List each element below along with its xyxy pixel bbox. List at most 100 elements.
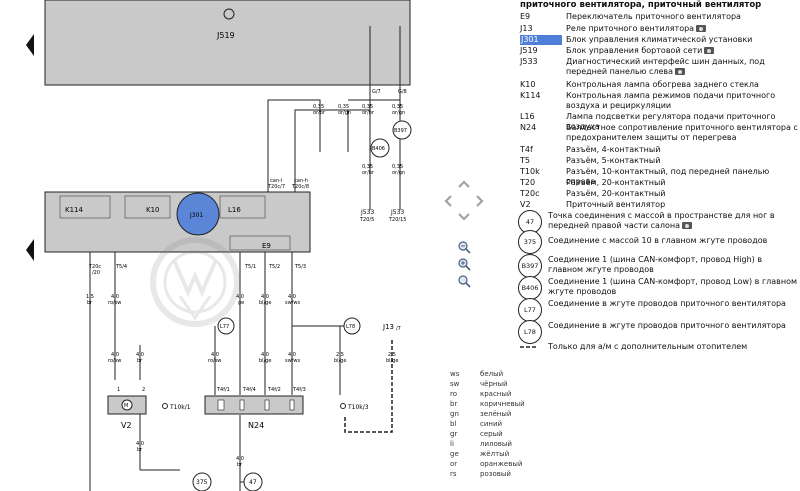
legend-code: E9	[520, 12, 531, 21]
motor-icon	[121, 399, 133, 411]
resistor-icon	[264, 399, 270, 411]
color-name: коричневый	[480, 400, 525, 408]
wire-size: 4,0	[261, 294, 269, 300]
ground-icon	[223, 8, 235, 20]
pin-label: T5/1	[244, 264, 256, 270]
legend-code: V2	[520, 200, 531, 209]
legend-desc: Контрольная лампа обогрева заднего стекл…	[566, 80, 759, 89]
legend-code: T20c	[520, 189, 540, 198]
pan-control[interactable]	[444, 180, 484, 221]
legend-desc: Разъём, 20-контактный	[566, 189, 666, 198]
wire-size: 4,0	[236, 294, 244, 300]
zoom-fit-icon[interactable]	[458, 275, 471, 288]
wire-size: 4,0	[288, 294, 296, 300]
wire-color: ro/sw	[208, 358, 221, 364]
k10-lamp	[124, 195, 171, 219]
fuse-icon	[217, 399, 225, 411]
color-name: розовый	[480, 470, 511, 478]
chevron-down-icon[interactable]	[458, 213, 470, 221]
pin-label: 2	[142, 387, 145, 393]
camera-icon[interactable]	[682, 222, 693, 229]
prev-page-icon[interactable]	[26, 34, 34, 56]
chevron-left-icon[interactable]	[444, 195, 452, 207]
zoom-in-icon[interactable]	[458, 258, 471, 271]
connector-b397[interactable]	[392, 120, 412, 140]
b406-label: B406	[372, 146, 385, 152]
ground-47[interactable]	[243, 472, 263, 491]
wire-color: or/br	[362, 170, 375, 176]
pin-label: T5/4	[115, 264, 127, 270]
circle-desc-text: Точка соединения с массой в пространстве…	[548, 211, 775, 230]
k114-lamp	[59, 195, 111, 219]
wire-size: 0,35	[392, 164, 403, 170]
color-name: красный	[480, 390, 512, 398]
pin-label: 1	[117, 387, 120, 393]
wire-size: 0,35	[362, 164, 373, 170]
chevron-up-icon[interactable]	[458, 180, 470, 188]
wire-color: or/gn	[392, 170, 405, 176]
j301-block[interactable]	[44, 191, 311, 253]
circle-desc: Соединение 1 (шина CAN-комфорт, провод L…	[548, 277, 798, 296]
circle-l78: L78	[518, 320, 542, 344]
wire-size: 4,0	[111, 352, 119, 358]
legend-code: T5	[520, 156, 530, 165]
ground-375[interactable]	[192, 472, 212, 491]
legend-code: N24	[520, 123, 537, 132]
j301-highlight[interactable]	[176, 192, 220, 236]
wire-color: ro/sw	[108, 300, 121, 306]
color-code: gn	[450, 410, 459, 418]
l78-label: L78	[346, 324, 355, 330]
wire-color: bl/ge	[386, 358, 399, 364]
chevron-right-icon[interactable]	[476, 195, 484, 207]
color-code: ws	[450, 370, 460, 378]
motor-m: M	[124, 403, 128, 409]
wire-color: sw/ws	[285, 358, 300, 364]
j519-block[interactable]	[44, 0, 411, 86]
legend-desc: Балластное сопротивление приточного вент…	[566, 123, 798, 142]
connector-l77[interactable]	[217, 317, 235, 335]
legend-code: K114	[520, 91, 541, 100]
zoom-out-icon[interactable]	[458, 241, 471, 254]
wire-color: or/gn	[392, 110, 405, 116]
legend-desc: Блок управления бортовой сети	[566, 46, 703, 55]
legend-code: J519	[520, 46, 538, 55]
power-wires	[89, 252, 350, 491]
color-name: чёрный	[480, 380, 508, 388]
camera-icon[interactable]	[696, 25, 707, 32]
camera-icon[interactable]	[704, 47, 715, 54]
j519-label: J519	[216, 31, 235, 40]
pin-label: T4f/3	[292, 387, 306, 393]
connector-b406[interactable]	[370, 138, 390, 158]
legend-code-highlighted[interactable]: J301	[520, 35, 562, 45]
wire-color: br	[87, 300, 93, 306]
color-code: ge	[450, 450, 459, 458]
color-name: лиловый	[480, 440, 512, 448]
e9-switch	[229, 235, 291, 251]
camera-icon[interactable]	[675, 68, 686, 75]
wire-color: bl/ge	[259, 300, 272, 306]
wire-size: 4,0	[288, 352, 296, 358]
color-name: жёлтый	[480, 450, 510, 458]
circle-desc: Соединение в жгуте проводов приточного в…	[548, 299, 786, 308]
j13-label: J13	[382, 323, 394, 331]
j533-label: J533	[390, 209, 404, 216]
resistor-icon	[289, 399, 295, 411]
n24-label: N24	[248, 421, 264, 430]
prev-page-icon-lower[interactable]	[26, 239, 34, 261]
pin-label: T4f/2	[267, 387, 281, 393]
wire-color: ro/sw	[108, 358, 121, 364]
pin-t10k1	[162, 403, 168, 409]
color-code: gr	[450, 430, 458, 438]
pin-label: T20c	[88, 264, 101, 270]
k114-label: K114	[65, 206, 83, 214]
connector-l78[interactable]	[343, 317, 361, 335]
wire-size: 2,5	[336, 352, 344, 358]
n24-resistor-block[interactable]	[204, 395, 304, 415]
color-name: серый	[480, 430, 503, 438]
legend-title: приточного вентилятора, приточный вентил…	[520, 0, 762, 10]
j13-pin: /7	[396, 326, 401, 332]
